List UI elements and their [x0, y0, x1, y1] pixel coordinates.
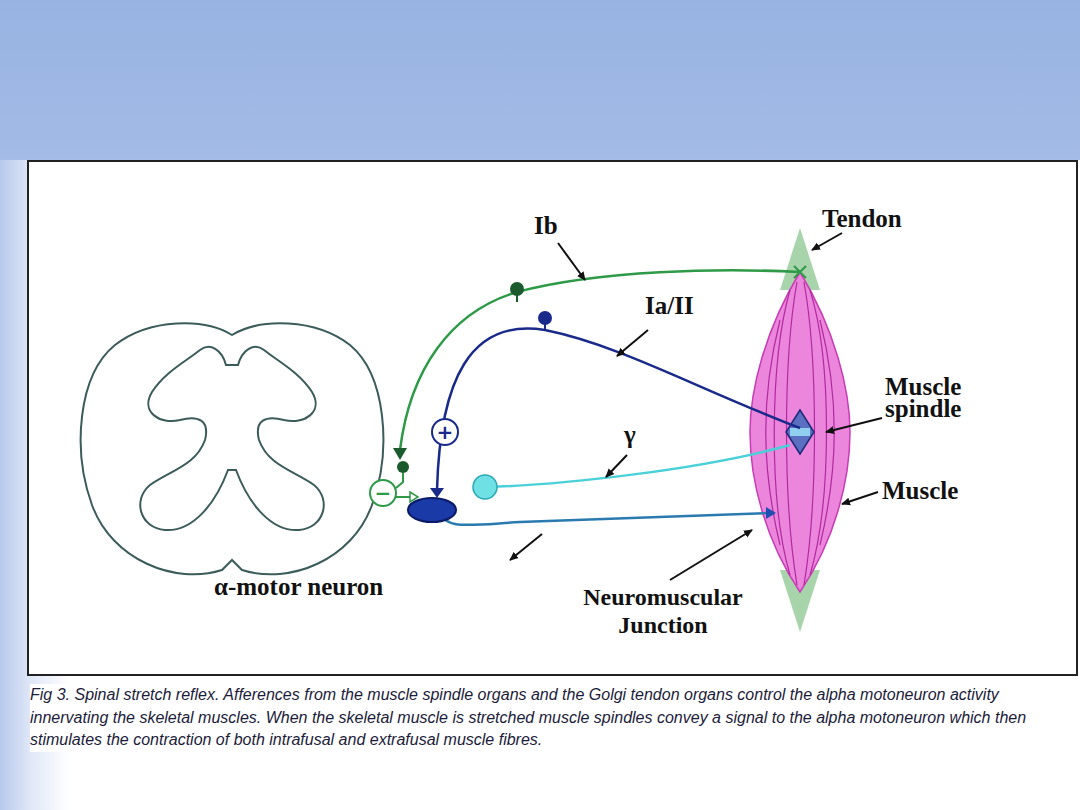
fiber-label: Ia/II: [645, 293, 694, 318]
muscle-belly: [750, 272, 850, 592]
inhibitory-interneuron: [397, 461, 409, 473]
sign-symbol: +: [437, 422, 454, 442]
figure-caption: Fig 3. Spinal stretch reflex. Afferences…: [30, 684, 1076, 752]
ib-soma: [510, 282, 524, 296]
ia-soma: [538, 311, 552, 325]
part-label: Neuromuscular Junction: [538, 583, 788, 639]
sign-symbol: −: [375, 483, 392, 503]
header-band: [0, 0, 1080, 160]
leader-arrows: [510, 233, 882, 580]
fiber-label: γ: [624, 422, 636, 447]
part-label: Muscle: [882, 478, 958, 503]
sign-circle: +: [431, 418, 459, 446]
sign-circle: −: [369, 479, 397, 507]
muscle-fibres: [766, 282, 835, 585]
alpha-axon: [440, 512, 770, 525]
part-label: Tendon: [822, 206, 902, 231]
neuromuscular-junction: [766, 507, 776, 519]
spinal-cord-outline: [81, 323, 384, 574]
part-label: Muscle spindle: [885, 376, 1035, 420]
ia-afferent: [437, 329, 800, 490]
muscle-spindle: [786, 410, 814, 454]
gamma-motor-neuron: [473, 475, 497, 499]
spindle-core: [790, 428, 810, 436]
part-label: α-motor neuron: [214, 574, 383, 599]
gamma-axon: [487, 445, 790, 487]
fiber-label: Ib: [534, 213, 558, 238]
alpha-motor-neuron: [408, 498, 456, 522]
ib-afferent: [400, 270, 800, 450]
gray-matter: [140, 347, 324, 530]
